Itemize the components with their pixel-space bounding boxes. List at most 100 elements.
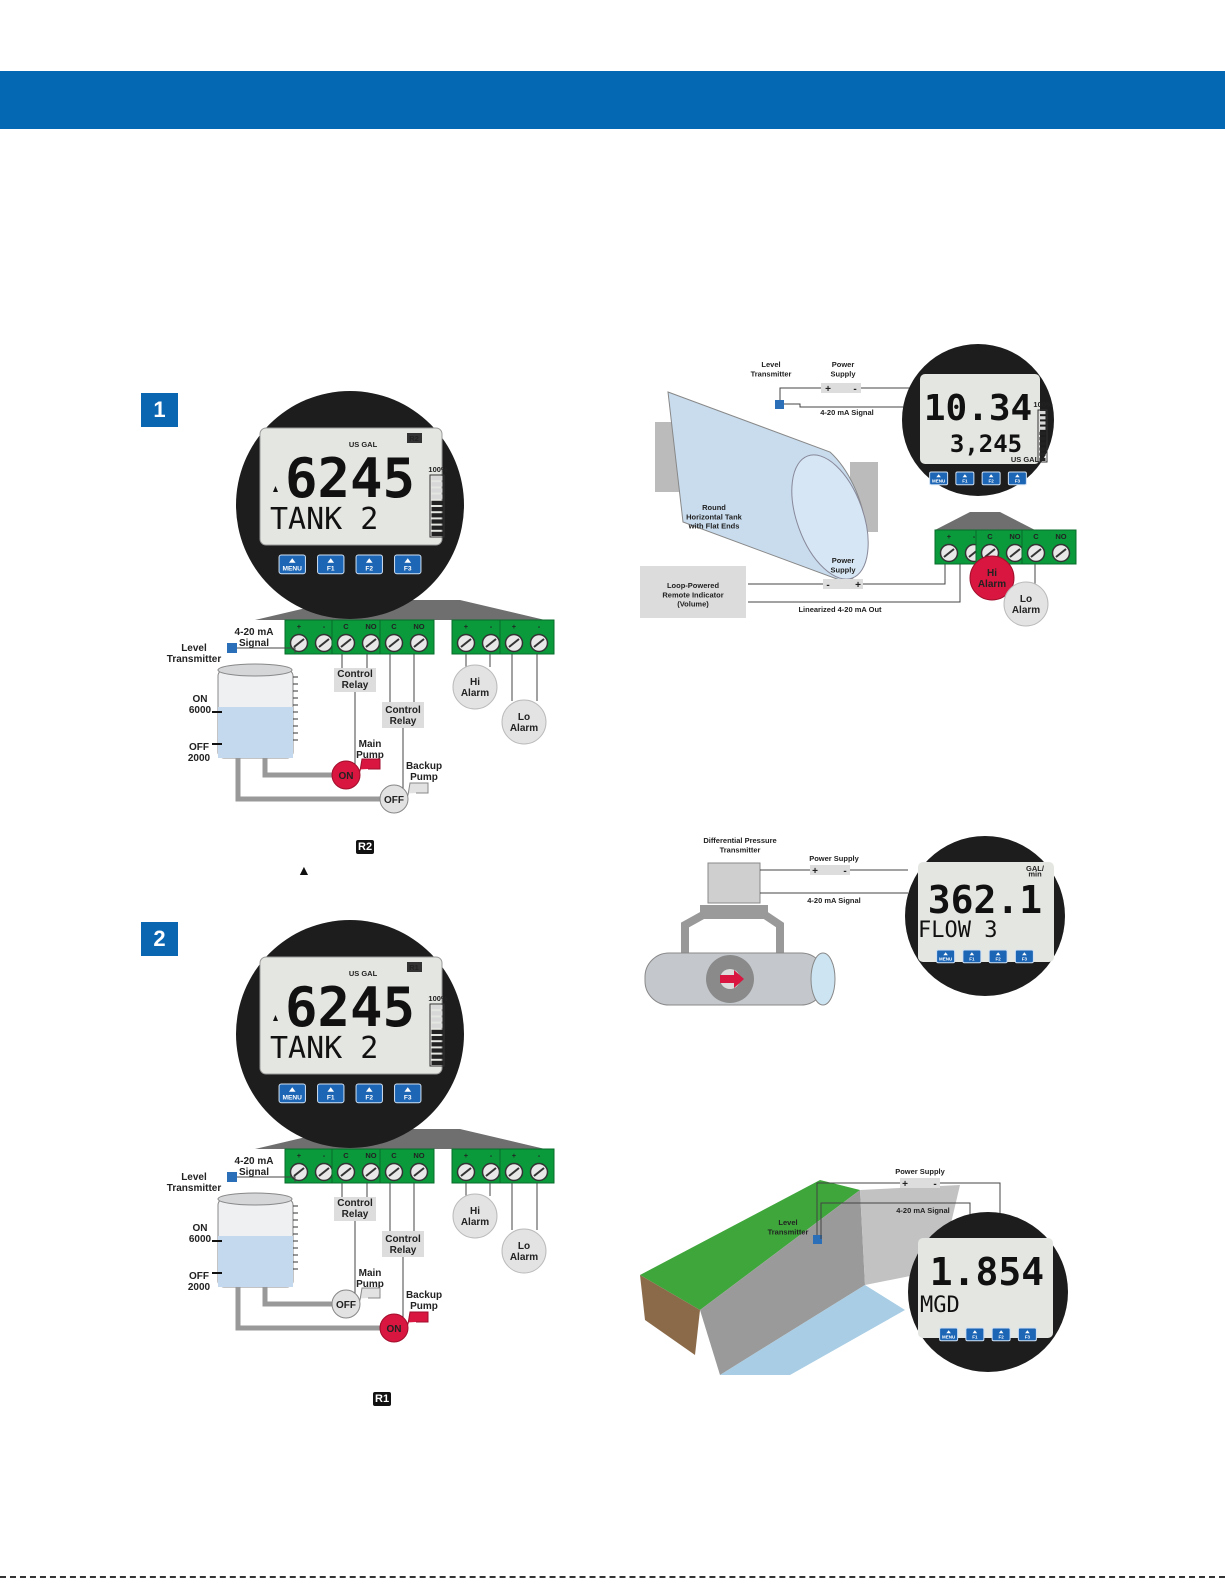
- display-value: 6245: [285, 447, 415, 510]
- display-button-glyph-icon: [1015, 474, 1020, 478]
- input-terminals-terminal-label: +: [947, 532, 952, 541]
- display-button-label: F3: [404, 565, 412, 572]
- signal-terminals-terminal-label: -: [323, 622, 326, 631]
- backup-pump: [379, 784, 409, 814]
- relay-tag: R1: [409, 963, 419, 972]
- display-button-f2: [981, 471, 1001, 486]
- display-button-label: MENU: [942, 1335, 955, 1340]
- display-button-label: MENU: [932, 479, 945, 484]
- display-button-glyph-icon: [404, 558, 412, 563]
- display-button-glyph-icon: [365, 558, 373, 563]
- ps-plus: +: [825, 384, 831, 395]
- display-button-label: MENU: [283, 1094, 303, 1101]
- input-terminals-terminal-label: -: [973, 532, 976, 541]
- display-button-menu: [939, 1327, 959, 1342]
- backup-pump-state: ON: [387, 1324, 402, 1335]
- relay2-terminals-terminal-label: NO: [413, 622, 424, 631]
- display-button-f1: [317, 554, 345, 575]
- main-pump: [331, 760, 361, 790]
- remote-indicator-box: [640, 566, 746, 618]
- channel-water: [720, 1285, 905, 1375]
- bar-graph-segment: [431, 1011, 443, 1016]
- hi-terminals-terminal-label: +: [464, 1151, 469, 1160]
- bar-graph-segment: [431, 507, 443, 512]
- bar-graph-segment: [431, 519, 443, 524]
- impulse-line-right: [762, 911, 784, 955]
- display-button-label: F1: [327, 565, 335, 572]
- units-label: US GAL: [1011, 455, 1040, 464]
- ps-minus: -: [933, 1179, 936, 1190]
- lo-alarm: [1003, 581, 1049, 627]
- lo-alarm: [501, 699, 547, 745]
- up-arrow-icon: ▲: [297, 862, 311, 878]
- bar-graph-segment: [431, 1029, 443, 1034]
- units-label: GAL/min: [1026, 864, 1045, 879]
- relay2-terminals-screw-slot: [413, 1167, 425, 1177]
- backup-pipe: [235, 758, 382, 802]
- display-button-f3: [1014, 949, 1034, 964]
- relay-tag-box: [407, 433, 422, 443]
- display-button-glyph-icon: [288, 1087, 296, 1092]
- ps-wire: [816, 1182, 900, 1235]
- display-button-f2: [991, 1327, 1011, 1342]
- bar-graph-segment: [1039, 437, 1046, 441]
- flow-arrow-icon: [720, 970, 744, 988]
- display-button-glyph-icon: [988, 474, 994, 478]
- lcd-screen: [259, 956, 443, 1075]
- tank-top: [217, 663, 293, 677]
- backup-pipe: [235, 1287, 382, 1331]
- tank-end: [791, 454, 869, 580]
- main-pump-state: OFF: [336, 1300, 356, 1311]
- relay1-terminals-screw-slot: [365, 1167, 377, 1177]
- relay2-terminals-screw-slot: [388, 638, 400, 648]
- lo-alarm: [501, 1228, 547, 1274]
- dp-transmitter-body: [707, 862, 761, 904]
- display-value: 1.854: [930, 1250, 1044, 1294]
- step-2-relay-badge: R1: [373, 1392, 392, 1406]
- bar-graph-segment: [431, 531, 443, 536]
- relay1-terminals-screw-slot: [984, 548, 996, 558]
- relay1-terminals-terminal-label: NO: [1009, 532, 1020, 541]
- display-label: TANK 2: [270, 1031, 378, 1066]
- display-button-glyph-icon: [327, 558, 335, 563]
- lcd-screen: [918, 862, 1054, 962]
- display-button-label: F3: [1022, 957, 1028, 962]
- bar-graph-segment: [431, 513, 443, 518]
- display-button-label: F2: [365, 565, 373, 572]
- display-button-label: F2: [365, 1094, 373, 1101]
- level-transmitter-icon: [227, 1172, 237, 1182]
- relay1-terminals-screw-slot: [1009, 548, 1021, 558]
- signal-label: 4-20 mA Signal: [807, 896, 861, 905]
- display-button-label: F2: [988, 479, 994, 484]
- display-button-label: MENU: [939, 957, 952, 962]
- display-value: 362.1: [928, 878, 1042, 922]
- lo-terminals-terminal-label: -: [538, 622, 541, 631]
- display-button-glyph-icon: [962, 474, 968, 478]
- display-button-f2: [355, 1083, 383, 1104]
- control-relay-1-box: [334, 1197, 376, 1221]
- bar-graph: [1037, 409, 1048, 463]
- signal-terminals-terminal-label: -: [323, 1151, 326, 1160]
- bar-graph-segment: [1039, 457, 1046, 461]
- tank-liquid: [218, 1236, 293, 1287]
- lo-terminals-screw-slot: [508, 1167, 520, 1177]
- power-supply: [900, 1178, 940, 1188]
- relay2-terminals-screw-slot: [388, 1167, 400, 1177]
- backup-pump-state: OFF: [384, 795, 404, 806]
- bar-graph-segment: [431, 1054, 443, 1059]
- relay2-terminals-terminal-label: NO: [413, 1151, 424, 1160]
- signal-wire: [820, 1202, 971, 1239]
- bar-graph-segment: [1039, 442, 1046, 446]
